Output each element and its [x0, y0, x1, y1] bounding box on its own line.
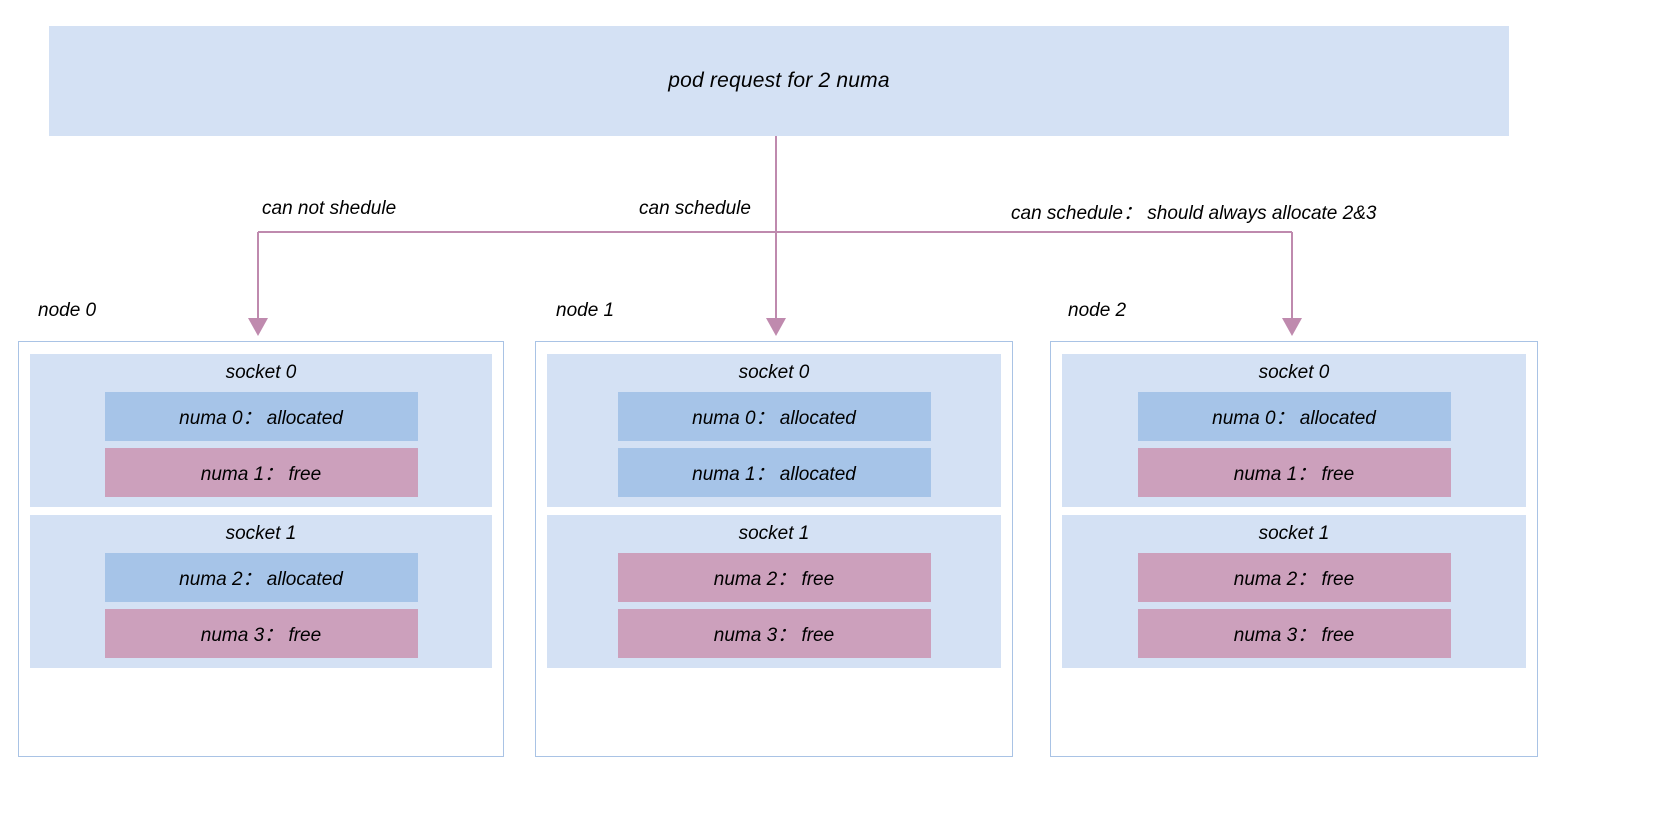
numa-bar: numa 3： free — [617, 609, 931, 658]
numa-bar: numa 2： free — [617, 553, 931, 602]
socket-title: socket 1 — [225, 523, 297, 544]
edge-label-node0: can not shedule — [262, 198, 397, 219]
socket-2-0: socket 0 numa 0： allocated numa 1： free — [1062, 354, 1526, 507]
numa-bar: numa 2： free — [1137, 553, 1451, 602]
edge-label-node2: can schedule： should always allocate 2&3 — [1011, 203, 1377, 224]
numa-bar: numa 3： free — [1137, 609, 1451, 658]
socket-0-1: socket 1 numa 2： allocated numa 3： free — [30, 515, 492, 668]
socket-1-0: socket 0 numa 0： allocated numa 1： alloc… — [547, 354, 1001, 507]
numa-bar: numa 1： free — [104, 448, 418, 497]
node-caption-1: node 1 — [556, 300, 615, 321]
socket-title: socket 0 — [1258, 362, 1330, 383]
pod-request-label: pod request for 2 numa — [668, 69, 890, 92]
socket-2-1: socket 1 numa 2： free numa 3： free — [1062, 515, 1526, 668]
numa-bar: numa 0： allocated — [104, 392, 418, 441]
node-box-0: socket 0 numa 0： allocated numa 1： free … — [18, 341, 504, 757]
socket-title: socket 0 — [738, 362, 810, 383]
arrowhead-node0-icon — [248, 318, 268, 336]
pod-request-box: pod request for 2 numa — [49, 26, 1509, 136]
numa-bar: numa 2： allocated — [104, 553, 418, 602]
node-caption-0: node 0 — [38, 300, 97, 321]
edge-label-node1: can schedule — [639, 198, 751, 219]
arrowhead-node1-icon — [766, 318, 786, 336]
socket-1-1: socket 1 numa 2： free numa 3： free — [547, 515, 1001, 668]
numa-bar: numa 1： free — [1137, 448, 1451, 497]
arrowhead-node2-icon — [1282, 318, 1302, 336]
socket-title: socket 0 — [225, 362, 297, 383]
socket-0-0: socket 0 numa 0： allocated numa 1： free — [30, 354, 492, 507]
socket-title: socket 1 — [738, 523, 810, 544]
numa-bar: numa 3： free — [104, 609, 418, 658]
numa-bar: numa 0： allocated — [617, 392, 931, 441]
numa-bar: numa 1： allocated — [617, 448, 931, 497]
socket-title: socket 1 — [1258, 523, 1330, 544]
numa-bar: numa 0： allocated — [1137, 392, 1451, 441]
node-caption-2: node 2 — [1068, 300, 1127, 321]
node-box-1: socket 0 numa 0： allocated numa 1： alloc… — [535, 341, 1013, 757]
node-box-2: socket 0 numa 0： allocated numa 1： free … — [1050, 341, 1538, 757]
